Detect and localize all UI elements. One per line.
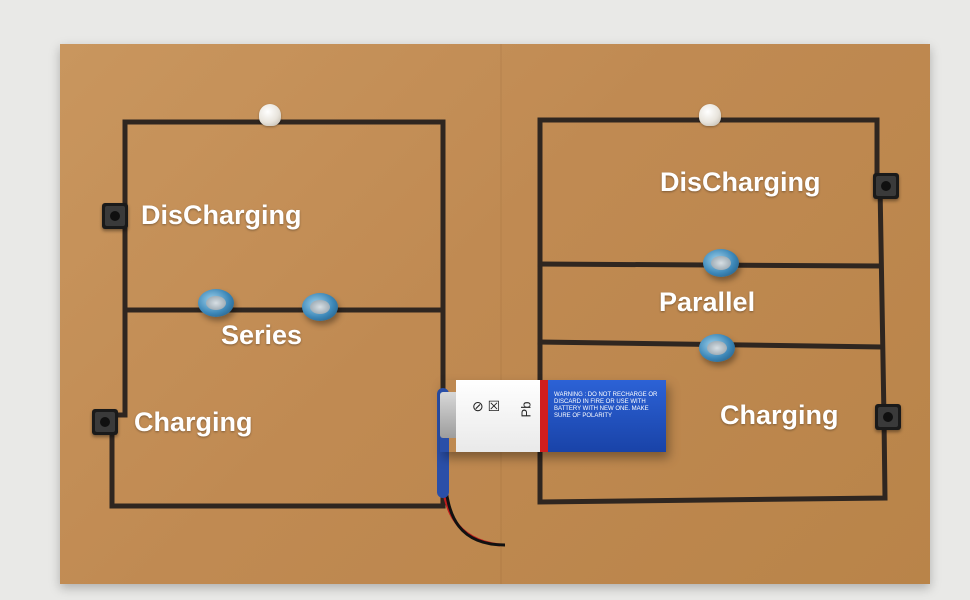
left-charging-label: Charging: [134, 407, 253, 437]
recycle-symbol-icon: ⊘ ☒: [472, 398, 501, 414]
pb-symbol-icon: Pb: [518, 401, 534, 418]
right-discharging-button[interactable]: [873, 173, 899, 199]
battery-white-wrap: [456, 380, 546, 452]
battery-red-stripe: [540, 380, 548, 452]
series-capacitor-2: [302, 293, 338, 321]
left-led-icon: [259, 104, 281, 126]
left-charging-button[interactable]: [92, 409, 118, 435]
right-circuit-outline: [537, 117, 888, 505]
right-discharging-label: DisCharging: [660, 167, 821, 197]
right-parallel-label: Parallel: [659, 287, 756, 317]
left-discharging-button[interactable]: [102, 203, 128, 229]
right-charging-label: Charging: [720, 400, 839, 430]
left-series-label: Series: [221, 320, 303, 350]
right-led-icon: [699, 104, 721, 126]
left-circuit-outline: [109, 119, 446, 509]
battery-9v: ⊘ ☒ Pb WARNING : DO NOT RECHARGE OR DISC…: [440, 380, 666, 452]
right-charging-button[interactable]: [875, 404, 901, 430]
battery-black-lead: [443, 469, 506, 547]
series-capacitor-1: [198, 289, 234, 317]
parallel-capacitor-1: [703, 249, 739, 277]
parallel-capacitor-2: [699, 334, 735, 362]
left-discharging-label: DisCharging: [141, 200, 302, 230]
battery-warning-text: WARNING : DO NOT RECHARGE OR DISCARD IN …: [548, 380, 666, 452]
